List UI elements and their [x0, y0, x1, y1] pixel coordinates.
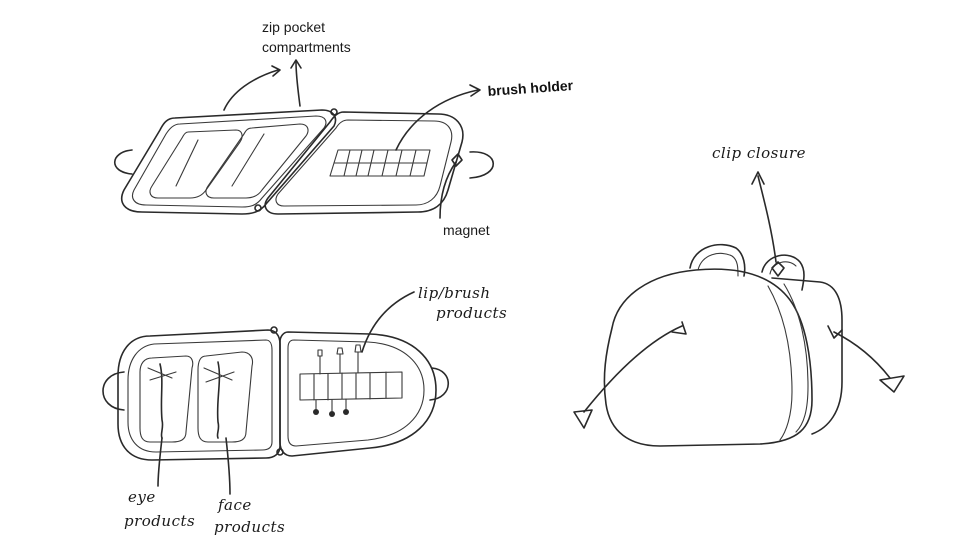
zip-pocket-arrows: [223, 59, 302, 111]
open-case-top-view: [114, 108, 495, 215]
magnet-arrow: [439, 161, 457, 219]
brush-holder-label: brush holder: [487, 77, 574, 99]
lip-brush-label: lip/brush products: [418, 284, 507, 322]
svg-text:zip pocket: zip pocket: [262, 19, 325, 35]
clip-closure-label: clip closure: [712, 144, 806, 162]
closed-case-view: [573, 243, 905, 447]
svg-text:products: products: [124, 512, 195, 530]
svg-text:face: face: [217, 496, 252, 514]
eye-products-label: eye products: [124, 488, 195, 530]
face-products-line: [225, 437, 231, 495]
svg-text:products: products: [436, 304, 507, 322]
brush-holder-arrow: [395, 84, 481, 151]
face-products-label: face products: [214, 496, 285, 536]
open-case-products-view: [102, 326, 449, 461]
svg-text:products: products: [214, 518, 285, 536]
zip-pocket-label: zip pocket compartments: [262, 19, 351, 55]
svg-text:eye: eye: [128, 488, 156, 506]
magnet-label: magnet: [443, 222, 490, 238]
eye-products-line: [157, 437, 163, 487]
lip-brush-arrow: [361, 291, 415, 353]
clip-closure-arrow: [751, 171, 777, 263]
svg-text:lip/brush: lip/brush: [418, 284, 491, 302]
svg-text:compartments: compartments: [262, 39, 351, 55]
